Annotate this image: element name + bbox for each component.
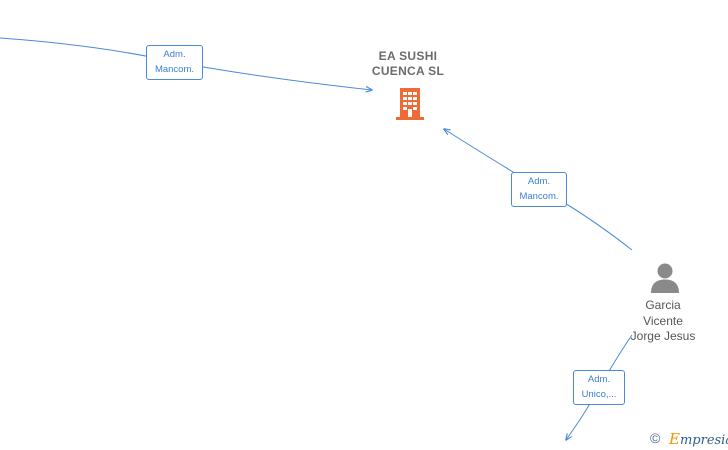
edge-label-adm-mancom-1[interactable]: Adm. Mancom.: [146, 45, 203, 80]
empresia-logo[interactable]: Empresia: [669, 430, 728, 448]
edge-label-line1: Adm.: [587, 374, 611, 385]
company-name-line1: EA SUSHI: [378, 49, 438, 63]
edge-label-adm-mancom-2[interactable]: Adm. Mancom.: [511, 172, 567, 207]
edge-label-line1: Adm.: [163, 49, 186, 60]
person-icon[interactable]: [648, 262, 682, 294]
person-name[interactable]: Garcia Vicente Jorge Jesus: [620, 298, 706, 345]
edge-label-adm-unico[interactable]: Adm. Unico,...: [573, 370, 625, 405]
edge-label-line2: Mancom.: [154, 64, 195, 75]
building-icon[interactable]: [394, 85, 426, 121]
edge-label-line2: Unico,...: [581, 389, 617, 400]
edge-label-line1: Adm.: [527, 176, 551, 187]
person-name-line2: Vicente: [643, 313, 683, 328]
person-name-line3: Jorge Jesus: [630, 329, 696, 343]
edge-label-line2: Mancom.: [519, 191, 559, 202]
company-name-line2: CUENCA SL: [371, 64, 445, 78]
brand-initial: E: [669, 430, 680, 448]
company-name[interactable]: EA SUSHI CUENCA SL: [355, 49, 461, 79]
person-name-line1: Garcia: [645, 298, 681, 312]
brand-rest: mpresia: [679, 433, 728, 448]
copyright-symbol: ©: [650, 430, 661, 446]
